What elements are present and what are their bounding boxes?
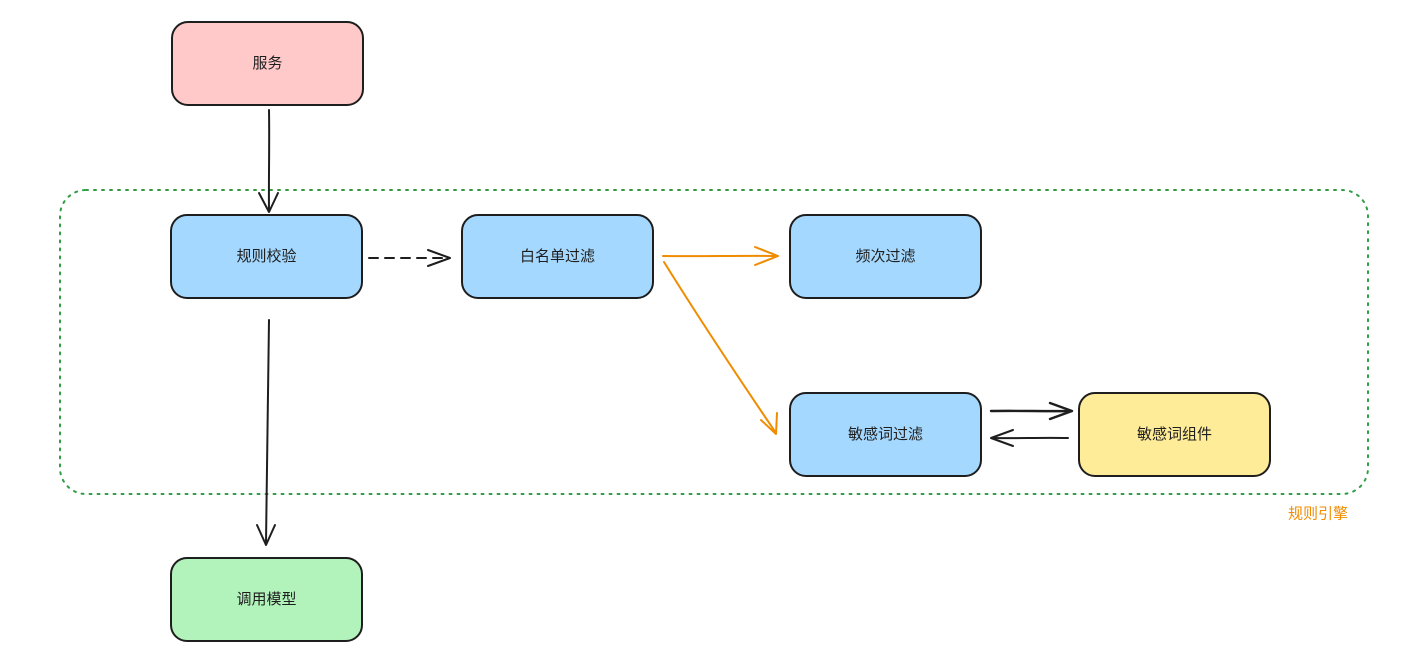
- arrow-whitelist-to-frequency: [662, 246, 779, 266]
- node-service[interactable]: 服务: [171, 21, 364, 106]
- svg-text:调用模型: 调用模型: [236, 590, 296, 608]
- arrow-rule-check-to-call-model: [256, 319, 276, 546]
- rule-engine-group-border: [59, 189, 1369, 495]
- node-rule-check[interactable]: 规则校验: [170, 214, 363, 299]
- arrow-service-to-rule-check: [258, 109, 279, 213]
- svg-text:敏感词过滤: 敏感词过滤: [848, 425, 923, 443]
- svg-text:规则校验: 规则校验: [236, 247, 296, 265]
- arrow-component-to-sensitive-filter: [990, 429, 1069, 447]
- arrow-whitelist-to-sensitive: [663, 261, 778, 435]
- arrow-rule-check-to-whitelist: [368, 249, 451, 267]
- node-sensitive-word-filter[interactable]: 敏感词过滤: [789, 392, 982, 477]
- svg-text:服务: 服务: [252, 54, 282, 72]
- arrow-sensitive-filter-to-component: [989, 401, 1074, 421]
- node-sensitive-word-component[interactable]: 敏感词组件: [1078, 392, 1271, 477]
- svg-text:白名单过滤: 白名单过滤: [520, 247, 595, 265]
- svg-text:频次过滤: 频次过滤: [855, 247, 915, 265]
- node-call-model[interactable]: 调用模型: [170, 557, 363, 642]
- node-frequency-filter[interactable]: 频次过滤: [789, 214, 982, 299]
- node-whitelist-filter[interactable]: 白名单过滤: [461, 214, 654, 299]
- svg-text:敏感词组件: 敏感词组件: [1137, 425, 1212, 443]
- rule-engine-group-label: 规则引擎: [1288, 505, 1348, 523]
